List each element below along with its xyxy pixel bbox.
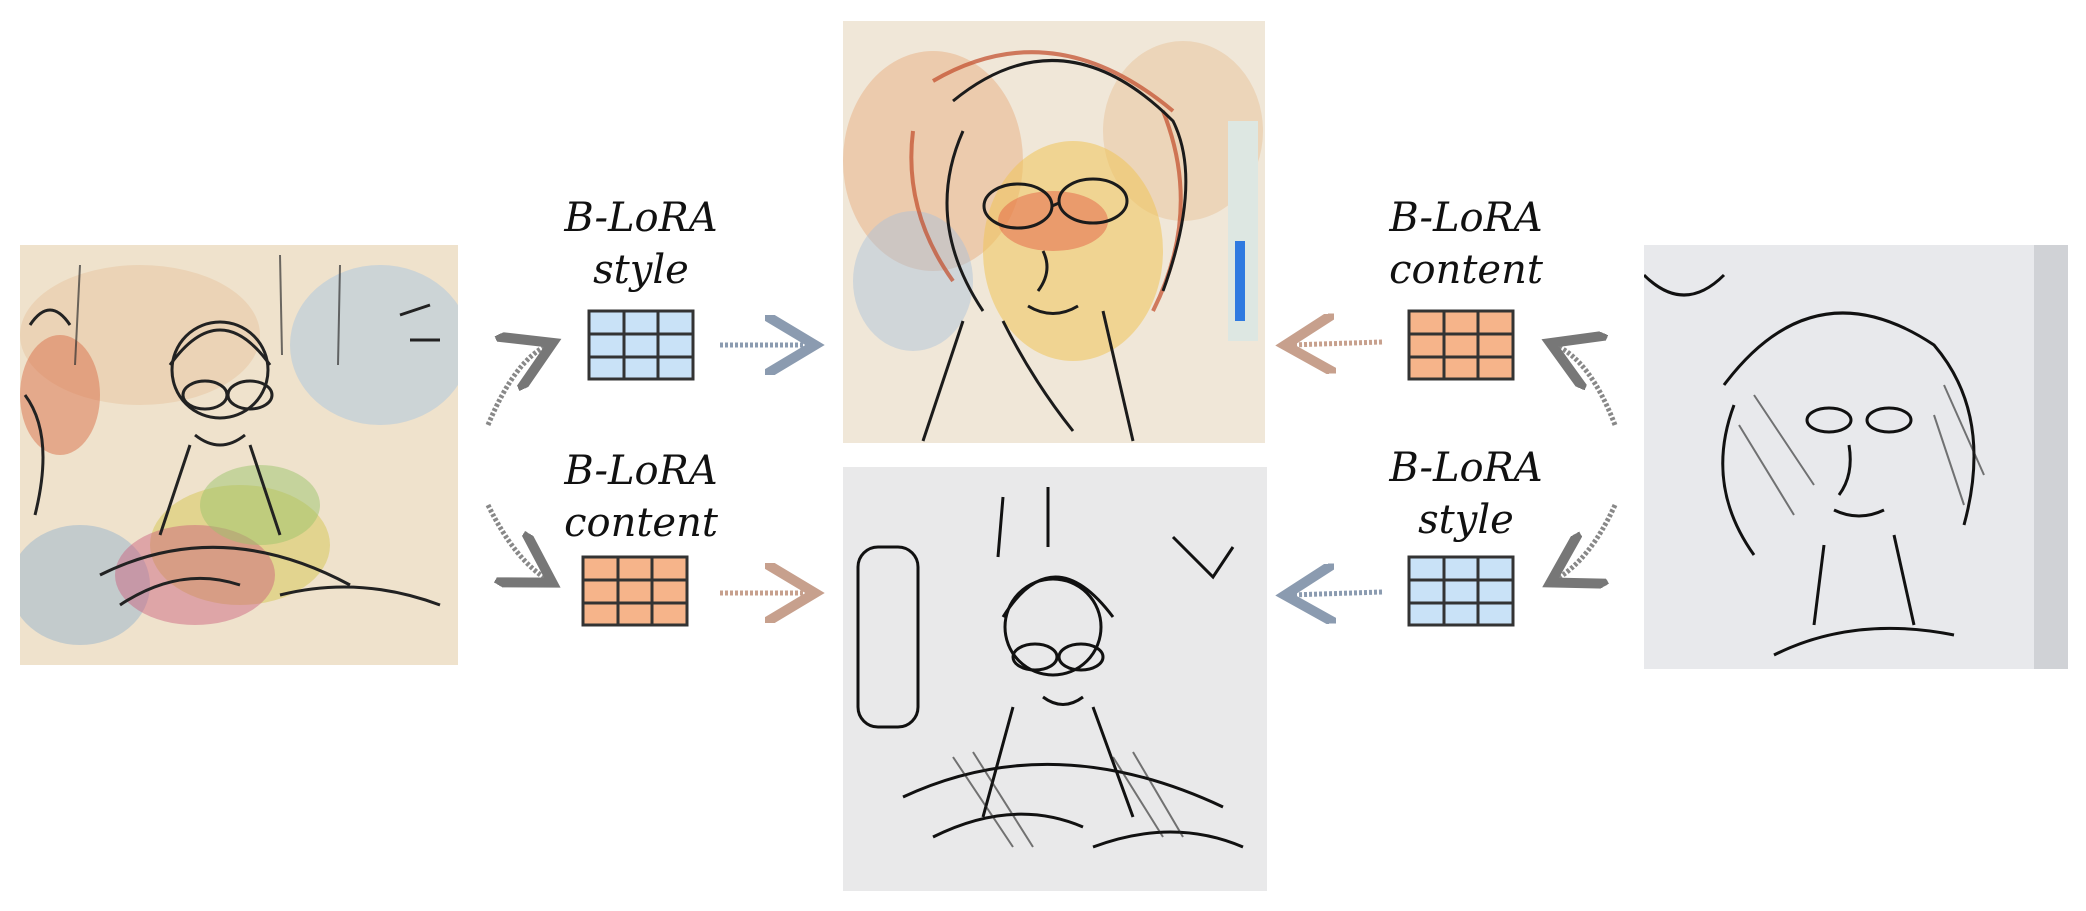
stylized-portrait-ink-sketch (843, 467, 1267, 891)
arrow-content-to-top-output (1290, 342, 1383, 345)
label-bottom-right-line2: style (1418, 497, 1514, 543)
label-bottom-left-line1: B-LoRA (564, 448, 718, 494)
label-bottom-right-style: B-LoRA style (1366, 442, 1566, 546)
content-adapter-grid-icon-right (1406, 308, 1516, 382)
output-image-bottom (843, 467, 1267, 891)
label-top-right-content: B-LoRA content (1366, 192, 1566, 296)
arrow-style-to-bottom-output (1290, 592, 1383, 595)
output-image-top (843, 21, 1265, 443)
content-adapter-grid-icon-left (580, 554, 690, 628)
stylized-portrait-watercolor (843, 21, 1265, 443)
ink-sketch-portrait (1644, 245, 2068, 669)
arrow-left-to-style (485, 345, 548, 426)
style-adapter-grid-icon-left (586, 308, 696, 382)
label-top-left-style: B-LoRA style (541, 192, 741, 296)
style-adapter-grid-icon-right (1406, 554, 1516, 628)
label-top-left-line1: B-LoRA (564, 195, 718, 241)
watercolor-sketch-illustration (20, 245, 458, 665)
label-top-right-line1: B-LoRA (1389, 195, 1543, 241)
label-bottom-right-line1: B-LoRA (1389, 445, 1543, 491)
label-bottom-left-line2: content (564, 500, 718, 546)
arrow-left-to-content (485, 503, 548, 580)
label-top-right-line2: content (1389, 247, 1543, 293)
label-top-left-line2: style (593, 247, 689, 293)
source-image-watercolor (20, 245, 458, 665)
source-image-ink-sketch (1644, 245, 2068, 669)
label-bottom-left-content: B-LoRA content (541, 445, 741, 549)
arrow-right-to-content (1555, 345, 1618, 426)
